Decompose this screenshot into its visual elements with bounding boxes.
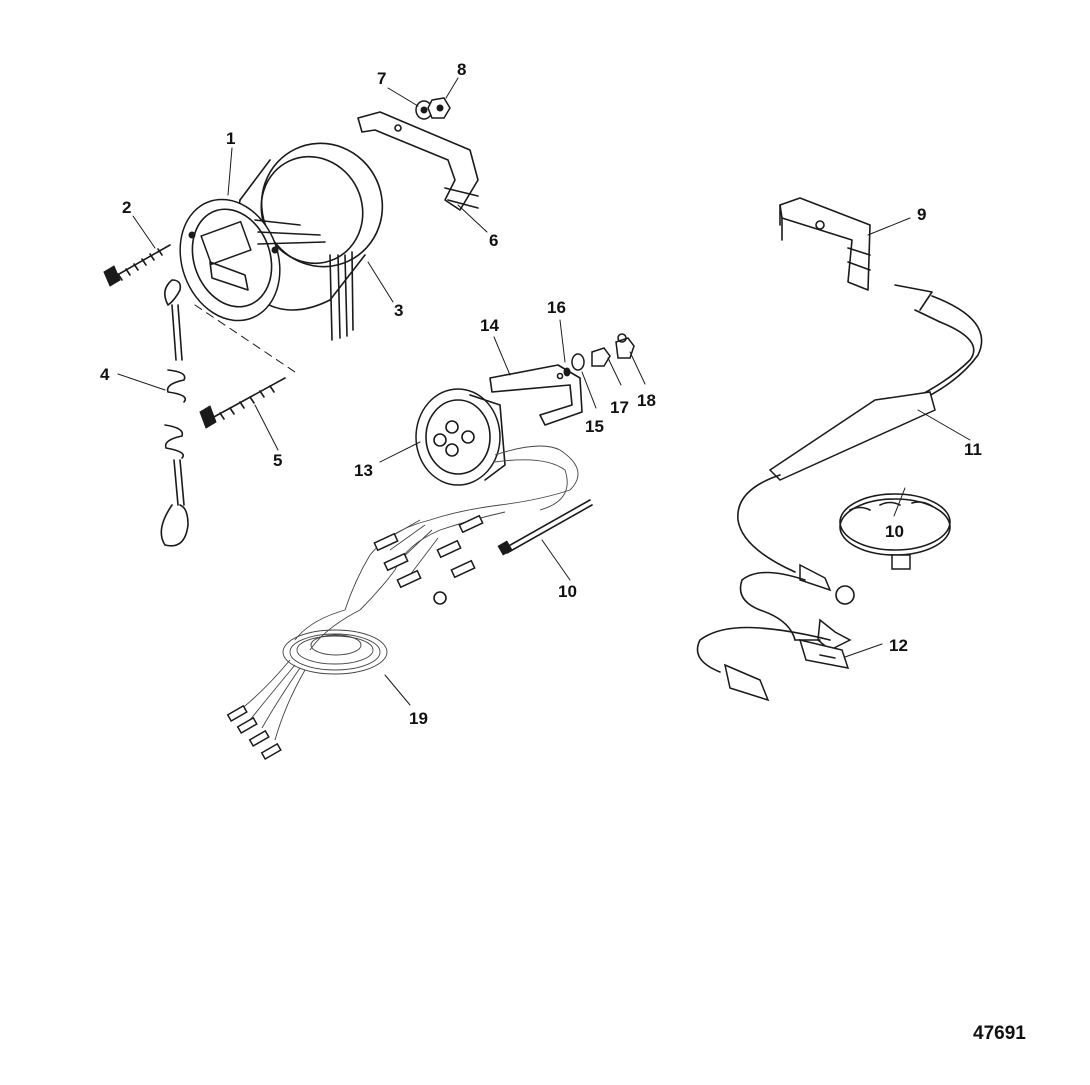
callout-8: 8 bbox=[457, 60, 466, 79]
cable-tie-left bbox=[497, 499, 593, 556]
callout-10-cable-tie: 10 bbox=[558, 582, 577, 601]
transducer-cable bbox=[696, 284, 983, 702]
speed-sensor bbox=[415, 388, 506, 486]
mounting-bracket bbox=[357, 111, 479, 211]
callout-12: 12 bbox=[889, 636, 908, 655]
sensor-harness bbox=[294, 445, 579, 651]
mounting-screw-long bbox=[199, 377, 286, 429]
callout-labels: 1 2 3 4 5 6 7 8 9 10 10 11 12 13 14 15 1… bbox=[100, 60, 982, 728]
callout-15: 15 bbox=[585, 417, 604, 436]
callout-10-clamp: 10 bbox=[885, 522, 904, 541]
callout-4: 4 bbox=[100, 365, 110, 384]
callout-9: 9 bbox=[917, 205, 926, 224]
coiled-cable bbox=[226, 629, 388, 760]
callout-5: 5 bbox=[273, 451, 282, 470]
callout-17: 17 bbox=[610, 398, 629, 417]
gauge-bezel bbox=[179, 198, 326, 322]
leader-lines bbox=[117, 77, 971, 706]
callout-6: 6 bbox=[489, 231, 498, 250]
figure-number: 47691 bbox=[973, 1023, 1026, 1044]
small-hardware bbox=[563, 333, 635, 377]
callout-14: 14 bbox=[480, 316, 499, 335]
sensor-mount-bracket bbox=[779, 197, 871, 291]
callout-7: 7 bbox=[377, 69, 386, 88]
lanyard-cord bbox=[160, 279, 189, 547]
alignment-line bbox=[194, 304, 296, 373]
callout-2: 2 bbox=[122, 198, 131, 217]
callout-18: 18 bbox=[637, 391, 656, 410]
wire-connector bbox=[798, 638, 850, 669]
washer-and-nut-top bbox=[415, 97, 451, 120]
mounting-screw-short bbox=[103, 244, 171, 287]
callout-16: 16 bbox=[547, 298, 566, 317]
callout-3: 3 bbox=[394, 301, 403, 320]
callout-11: 11 bbox=[964, 440, 982, 459]
callout-13: 13 bbox=[354, 461, 373, 480]
callout-19: 19 bbox=[409, 709, 428, 728]
callout-1: 1 bbox=[226, 129, 235, 148]
